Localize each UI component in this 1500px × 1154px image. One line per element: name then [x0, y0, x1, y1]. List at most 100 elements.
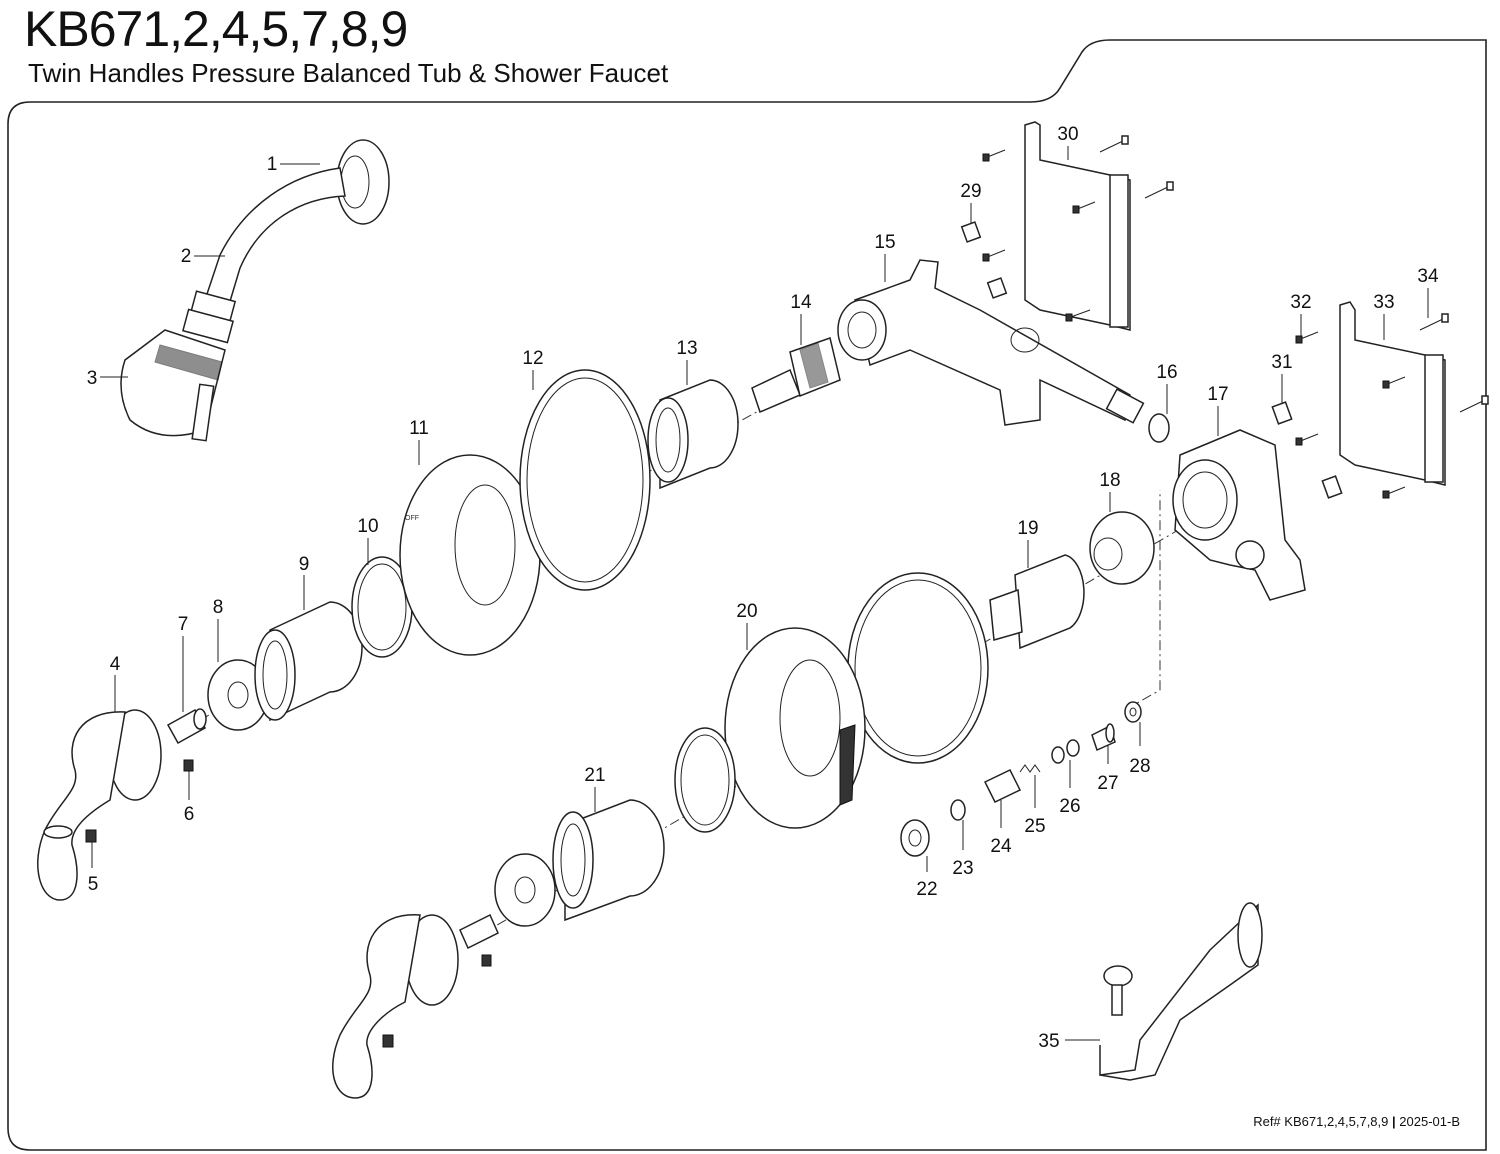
label-14: 14 [790, 292, 812, 345]
mounting-bracket-30 [1024, 121, 1131, 331]
label-7: 7 [178, 614, 189, 712]
svg-text:25: 25 [1024, 816, 1045, 837]
label-22: 22 [916, 856, 938, 900]
ring-right [674, 727, 736, 833]
ref-separator: | [1392, 1114, 1396, 1129]
spacer-right [494, 853, 556, 927]
screws-34 [1099, 135, 1489, 413]
svg-text:5: 5 [88, 874, 99, 895]
mounting-bracket-33 [1339, 301, 1446, 486]
set-screw-right [481, 954, 492, 967]
label-21: 21 [584, 765, 606, 812]
spring-25 [1019, 764, 1041, 773]
svg-text:13: 13 [676, 338, 697, 359]
label-26: 26 [1059, 760, 1081, 817]
svg-text:18: 18 [1099, 470, 1120, 491]
tub-spout-35 [1099, 902, 1263, 1081]
shower-arm [204, 167, 346, 309]
svg-text:9: 9 [299, 554, 310, 575]
valve-body-17 [1172, 429, 1306, 601]
set-screw-6 [183, 759, 194, 772]
label-31: 31 [1271, 352, 1293, 404]
svg-text:17: 17 [1207, 384, 1228, 405]
nut-13 [647, 379, 739, 490]
svg-text:33: 33 [1373, 292, 1394, 313]
label-11: 11 [409, 418, 429, 465]
label-23: 23 [952, 820, 974, 879]
svg-text:32: 32 [1290, 292, 1311, 313]
cartridge-19 [989, 554, 1085, 650]
label-24: 24 [990, 800, 1012, 857]
sleeve-9 [254, 601, 363, 722]
diagram-frame [7, 39, 1487, 1151]
valve-body-15 [837, 259, 1145, 426]
label-9: 9 [299, 554, 310, 610]
cap-nut-22 [900, 819, 930, 857]
svg-text:27: 27 [1097, 773, 1118, 794]
label-6: 6 [184, 771, 195, 825]
svg-text:4: 4 [110, 654, 121, 675]
shower-head [120, 290, 237, 442]
label-5: 5 [88, 842, 99, 895]
label-12: 12 [522, 348, 544, 390]
ref-code: KB671,2,4,5,7,8,9 [1284, 1114, 1389, 1129]
svg-text:28: 28 [1129, 756, 1150, 777]
screws-32 [982, 149, 1406, 499]
label-8: 8 [213, 597, 224, 662]
washer-28 [1124, 701, 1142, 723]
svg-text:3: 3 [87, 368, 98, 389]
handle-left [37, 709, 162, 901]
label-27: 27 [1097, 745, 1119, 794]
svg-text:21: 21 [584, 765, 605, 786]
label-19: 19 [1017, 518, 1039, 568]
label-20: 20 [736, 601, 758, 650]
svg-text:20: 20 [736, 601, 757, 622]
axis-line-diverter [1124, 490, 1161, 711]
label-13: 13 [676, 338, 698, 385]
svg-text:19: 19 [1017, 518, 1038, 539]
cartridge-14 [751, 337, 841, 414]
ref-revision: 2025-01-B [1399, 1114, 1460, 1129]
svg-text:12: 12 [522, 348, 543, 369]
label-32: 32 [1290, 292, 1312, 336]
svg-text:23: 23 [952, 858, 973, 879]
svg-text:34: 34 [1417, 266, 1439, 287]
label-30: 30 [1057, 124, 1079, 160]
label-10: 10 [357, 516, 379, 565]
spacer-29 [960, 221, 1008, 299]
label-2: 2 [181, 246, 225, 267]
label-15: 15 [874, 232, 896, 282]
svg-text:6: 6 [184, 804, 195, 825]
escutcheon-11: OFF [399, 454, 541, 656]
handle-adapter-7 [166, 708, 207, 745]
o-ring-23 [950, 799, 966, 821]
label-16: 16 [1156, 362, 1178, 414]
svg-text:35: 35 [1038, 1031, 1059, 1052]
svg-text:30: 30 [1057, 124, 1078, 145]
label-28: 28 [1129, 722, 1151, 777]
label-1: 1 [267, 154, 320, 175]
label-34: 34 [1417, 266, 1439, 318]
diverter-stem-27 [1091, 723, 1116, 752]
svg-text:24: 24 [990, 836, 1012, 857]
gasket-12 [519, 369, 651, 591]
svg-text:16: 16 [1156, 362, 1177, 383]
svg-text:7: 7 [178, 614, 189, 635]
svg-text:8: 8 [213, 597, 224, 618]
diagram-subtitle: Twin Handles Pressure Balanced Tub & Sho… [28, 58, 669, 88]
label-29: 29 [960, 181, 982, 224]
label-33: 33 [1373, 292, 1395, 340]
stem-24 [983, 769, 1022, 803]
svg-text:10: 10 [357, 516, 378, 537]
handle-right [332, 914, 459, 1099]
adapter-right [459, 913, 499, 950]
svg-text:11: 11 [409, 418, 429, 439]
washers-26 [1051, 739, 1080, 764]
svg-text:2: 2 [181, 246, 192, 267]
o-ring-16 [1148, 413, 1170, 443]
reference-footer: Ref# KB671,2,4,5,7,8,9 | 2025-01-B [1253, 1114, 1460, 1129]
gasket-20b [847, 572, 989, 764]
svg-text:31: 31 [1271, 352, 1292, 373]
label-17: 17 [1207, 384, 1229, 436]
diagram-title: KB671,2,4,5,7,8,9 [24, 1, 408, 57]
